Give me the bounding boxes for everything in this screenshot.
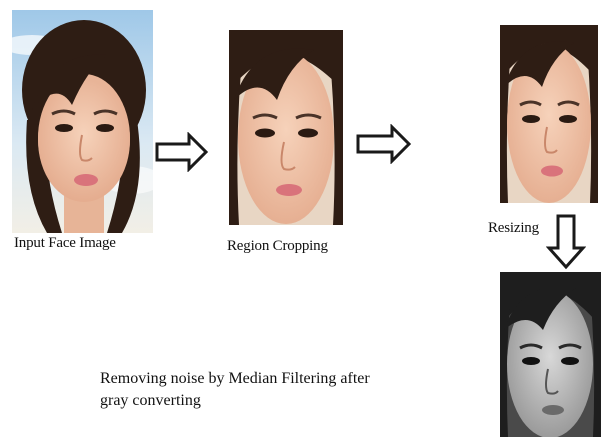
input-face-image-label: Input Face Image xyxy=(14,235,116,252)
cropped-face-image xyxy=(229,30,343,225)
resized-face-image xyxy=(500,25,598,203)
region-cropping-label: Region Cropping xyxy=(227,238,328,255)
median-filtering-caption-line2: gray converting xyxy=(100,390,370,412)
filtered-gray-face-image xyxy=(500,272,601,437)
arrow-right-icon xyxy=(356,124,412,169)
arrow-right-icon xyxy=(155,132,209,177)
arrow-down-icon xyxy=(546,214,586,275)
input-face-image xyxy=(12,10,153,233)
resizing-label: Resizing xyxy=(488,220,539,237)
median-filtering-caption-line1: Removing noise by Median Filtering after xyxy=(100,368,370,390)
median-filtering-caption: Removing noise by Median Filtering after… xyxy=(100,368,370,412)
